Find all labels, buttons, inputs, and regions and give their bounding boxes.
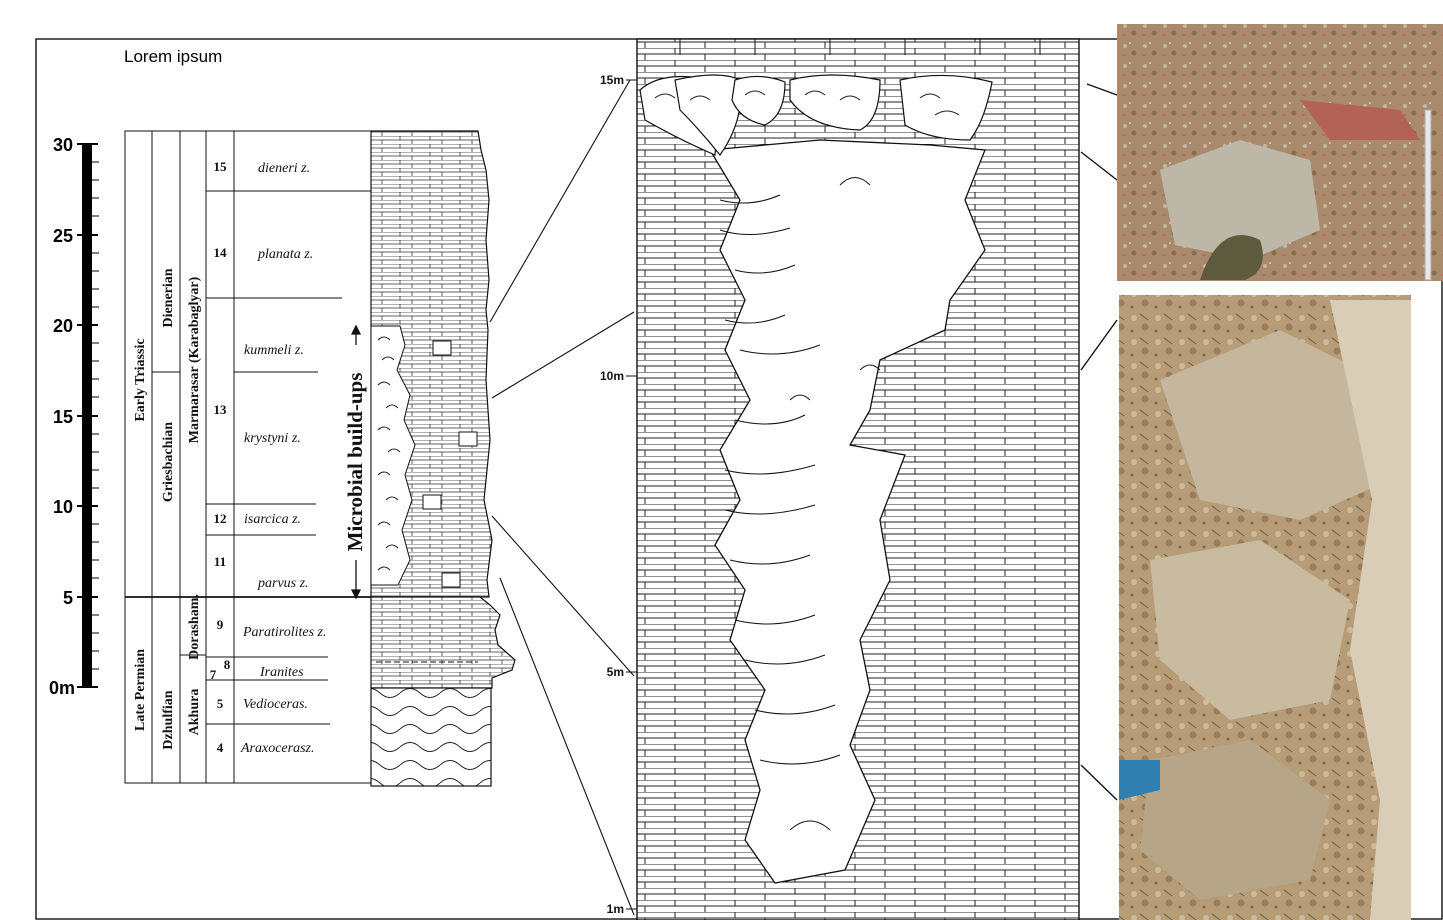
scale-tick-10: 10 bbox=[53, 497, 73, 517]
zone-kummeli: kummeli z. bbox=[244, 343, 304, 358]
bed-num-13: 13 bbox=[214, 402, 228, 417]
zone-iranites: Iranites bbox=[259, 665, 304, 680]
zone-dieneri: dieneri z. bbox=[258, 161, 310, 176]
zone-paratirolites: Paratirolites z. bbox=[242, 625, 327, 640]
zone-krystyni: krystyni z. bbox=[244, 431, 301, 446]
stage-griesbachian: Griesbachian bbox=[161, 422, 176, 502]
stage-early-triassic: Early Triassic bbox=[133, 338, 148, 421]
scale-bar: 30 25 20 15 10 5 0m bbox=[49, 135, 99, 698]
detail-tick-5m: 5m bbox=[607, 665, 624, 679]
scale-tick-5: 5 bbox=[63, 588, 73, 608]
bed-num-14: 14 bbox=[214, 245, 228, 260]
bed-num-12: 12 bbox=[214, 511, 227, 526]
bed-num-9: 9 bbox=[217, 617, 224, 632]
bed-num-11: 11 bbox=[214, 554, 226, 569]
zone-parvus: parvus z. bbox=[257, 576, 309, 591]
stage-late-permian: Late Permian bbox=[133, 649, 148, 731]
connector-lines bbox=[490, 80, 634, 915]
bed-num-5: 5 bbox=[217, 696, 224, 711]
scale-tick-20: 20 bbox=[53, 316, 73, 336]
zone-vedioceras: Vedioceras. bbox=[243, 697, 308, 712]
scale-tick-0: 0m bbox=[49, 678, 75, 698]
zone-isarcica: isarcica z. bbox=[244, 512, 301, 527]
stage-dzhulfian: Dzhulfian bbox=[161, 690, 176, 749]
bed-num-15: 15 bbox=[214, 159, 228, 174]
zone-araxoceras: Araxocerasz. bbox=[240, 741, 315, 756]
detail-section: 15m 10m 5m 1m bbox=[600, 39, 1079, 920]
outcrop-photo-top bbox=[1117, 24, 1443, 281]
bed-num-4: 4 bbox=[217, 740, 224, 755]
zone-planata: planata z. bbox=[257, 247, 313, 262]
detail-tick-10m: 10m bbox=[600, 369, 624, 383]
figure-label: Lorem ipsum bbox=[124, 47, 222, 66]
formation-lower: Akhura bbox=[187, 689, 202, 736]
stage-dienerian: Dienerian bbox=[161, 268, 176, 327]
lithologic-column bbox=[371, 131, 515, 786]
buildups-label: Microbial build-ups bbox=[343, 373, 367, 552]
bed-num-7: 7 bbox=[210, 667, 217, 682]
outcrop-photo-bottom bbox=[1119, 295, 1411, 920]
scale-tick-25: 25 bbox=[53, 226, 73, 246]
scale-tick-15: 15 bbox=[53, 407, 73, 427]
formation-upper: Marmarasar (Karabaglyar) bbox=[187, 276, 202, 443]
photo-connectors bbox=[1081, 84, 1117, 800]
scale-tick-30: 30 bbox=[53, 135, 73, 155]
detail-tick-1m: 1m bbox=[607, 902, 624, 916]
bed-num-8: 8 bbox=[224, 657, 231, 672]
detail-tick-15m: 15m bbox=[600, 73, 624, 87]
stage-dorasham: Dorasham. bbox=[187, 594, 202, 660]
